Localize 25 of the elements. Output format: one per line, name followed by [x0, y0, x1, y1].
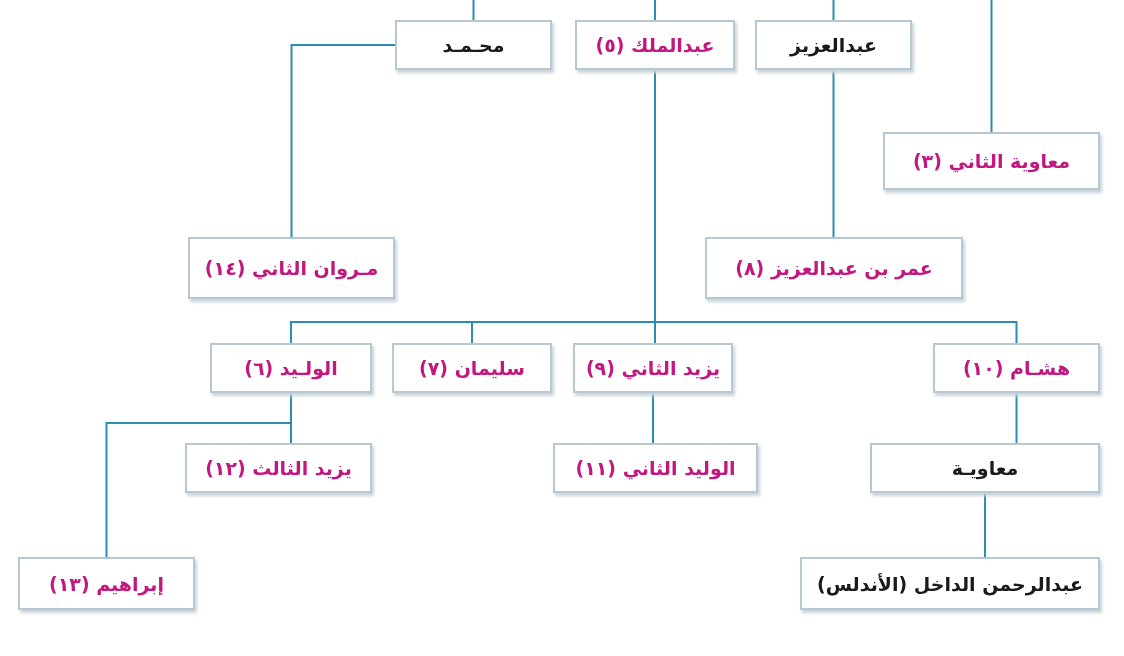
name-box: الولـيد (٦) [210, 343, 372, 393]
name-box: عبدالعزيز [755, 20, 912, 70]
name-box: سليمان (٧) [392, 343, 552, 393]
name-box: مـروان الثاني (١٤) [188, 237, 395, 299]
connector-line [472, 0, 475, 21]
connector-line [832, 0, 835, 21]
connector-line [990, 0, 993, 133]
name-box: إبراهيم (١٣) [18, 557, 195, 610]
name-box: الوليد الثاني (١١) [553, 443, 758, 493]
name-box: يزيد الثالث (١٢) [185, 443, 372, 493]
connector-line [105, 392, 292, 558]
name-box: هشـام (١٠) [933, 343, 1100, 393]
name-box: عبدالملك (٥) [575, 20, 735, 70]
name-box: عمر بن عبدالعزيز (٨) [705, 237, 963, 299]
name-box: عبدالرحمن الداخل (الأندلس) [800, 557, 1100, 610]
connector-line [1015, 392, 1018, 444]
name-box: يزيد الثاني (٩) [573, 343, 733, 393]
connector-line [984, 492, 986, 558]
name-box: محـمـد [395, 20, 552, 70]
connector-line [290, 44, 396, 238]
connector-line [652, 392, 654, 444]
connector-line [832, 69, 835, 238]
name-box: معاوية الثاني (٣) [883, 132, 1100, 190]
name-box: معاويـة [870, 443, 1100, 493]
connector-line [654, 0, 656, 21]
